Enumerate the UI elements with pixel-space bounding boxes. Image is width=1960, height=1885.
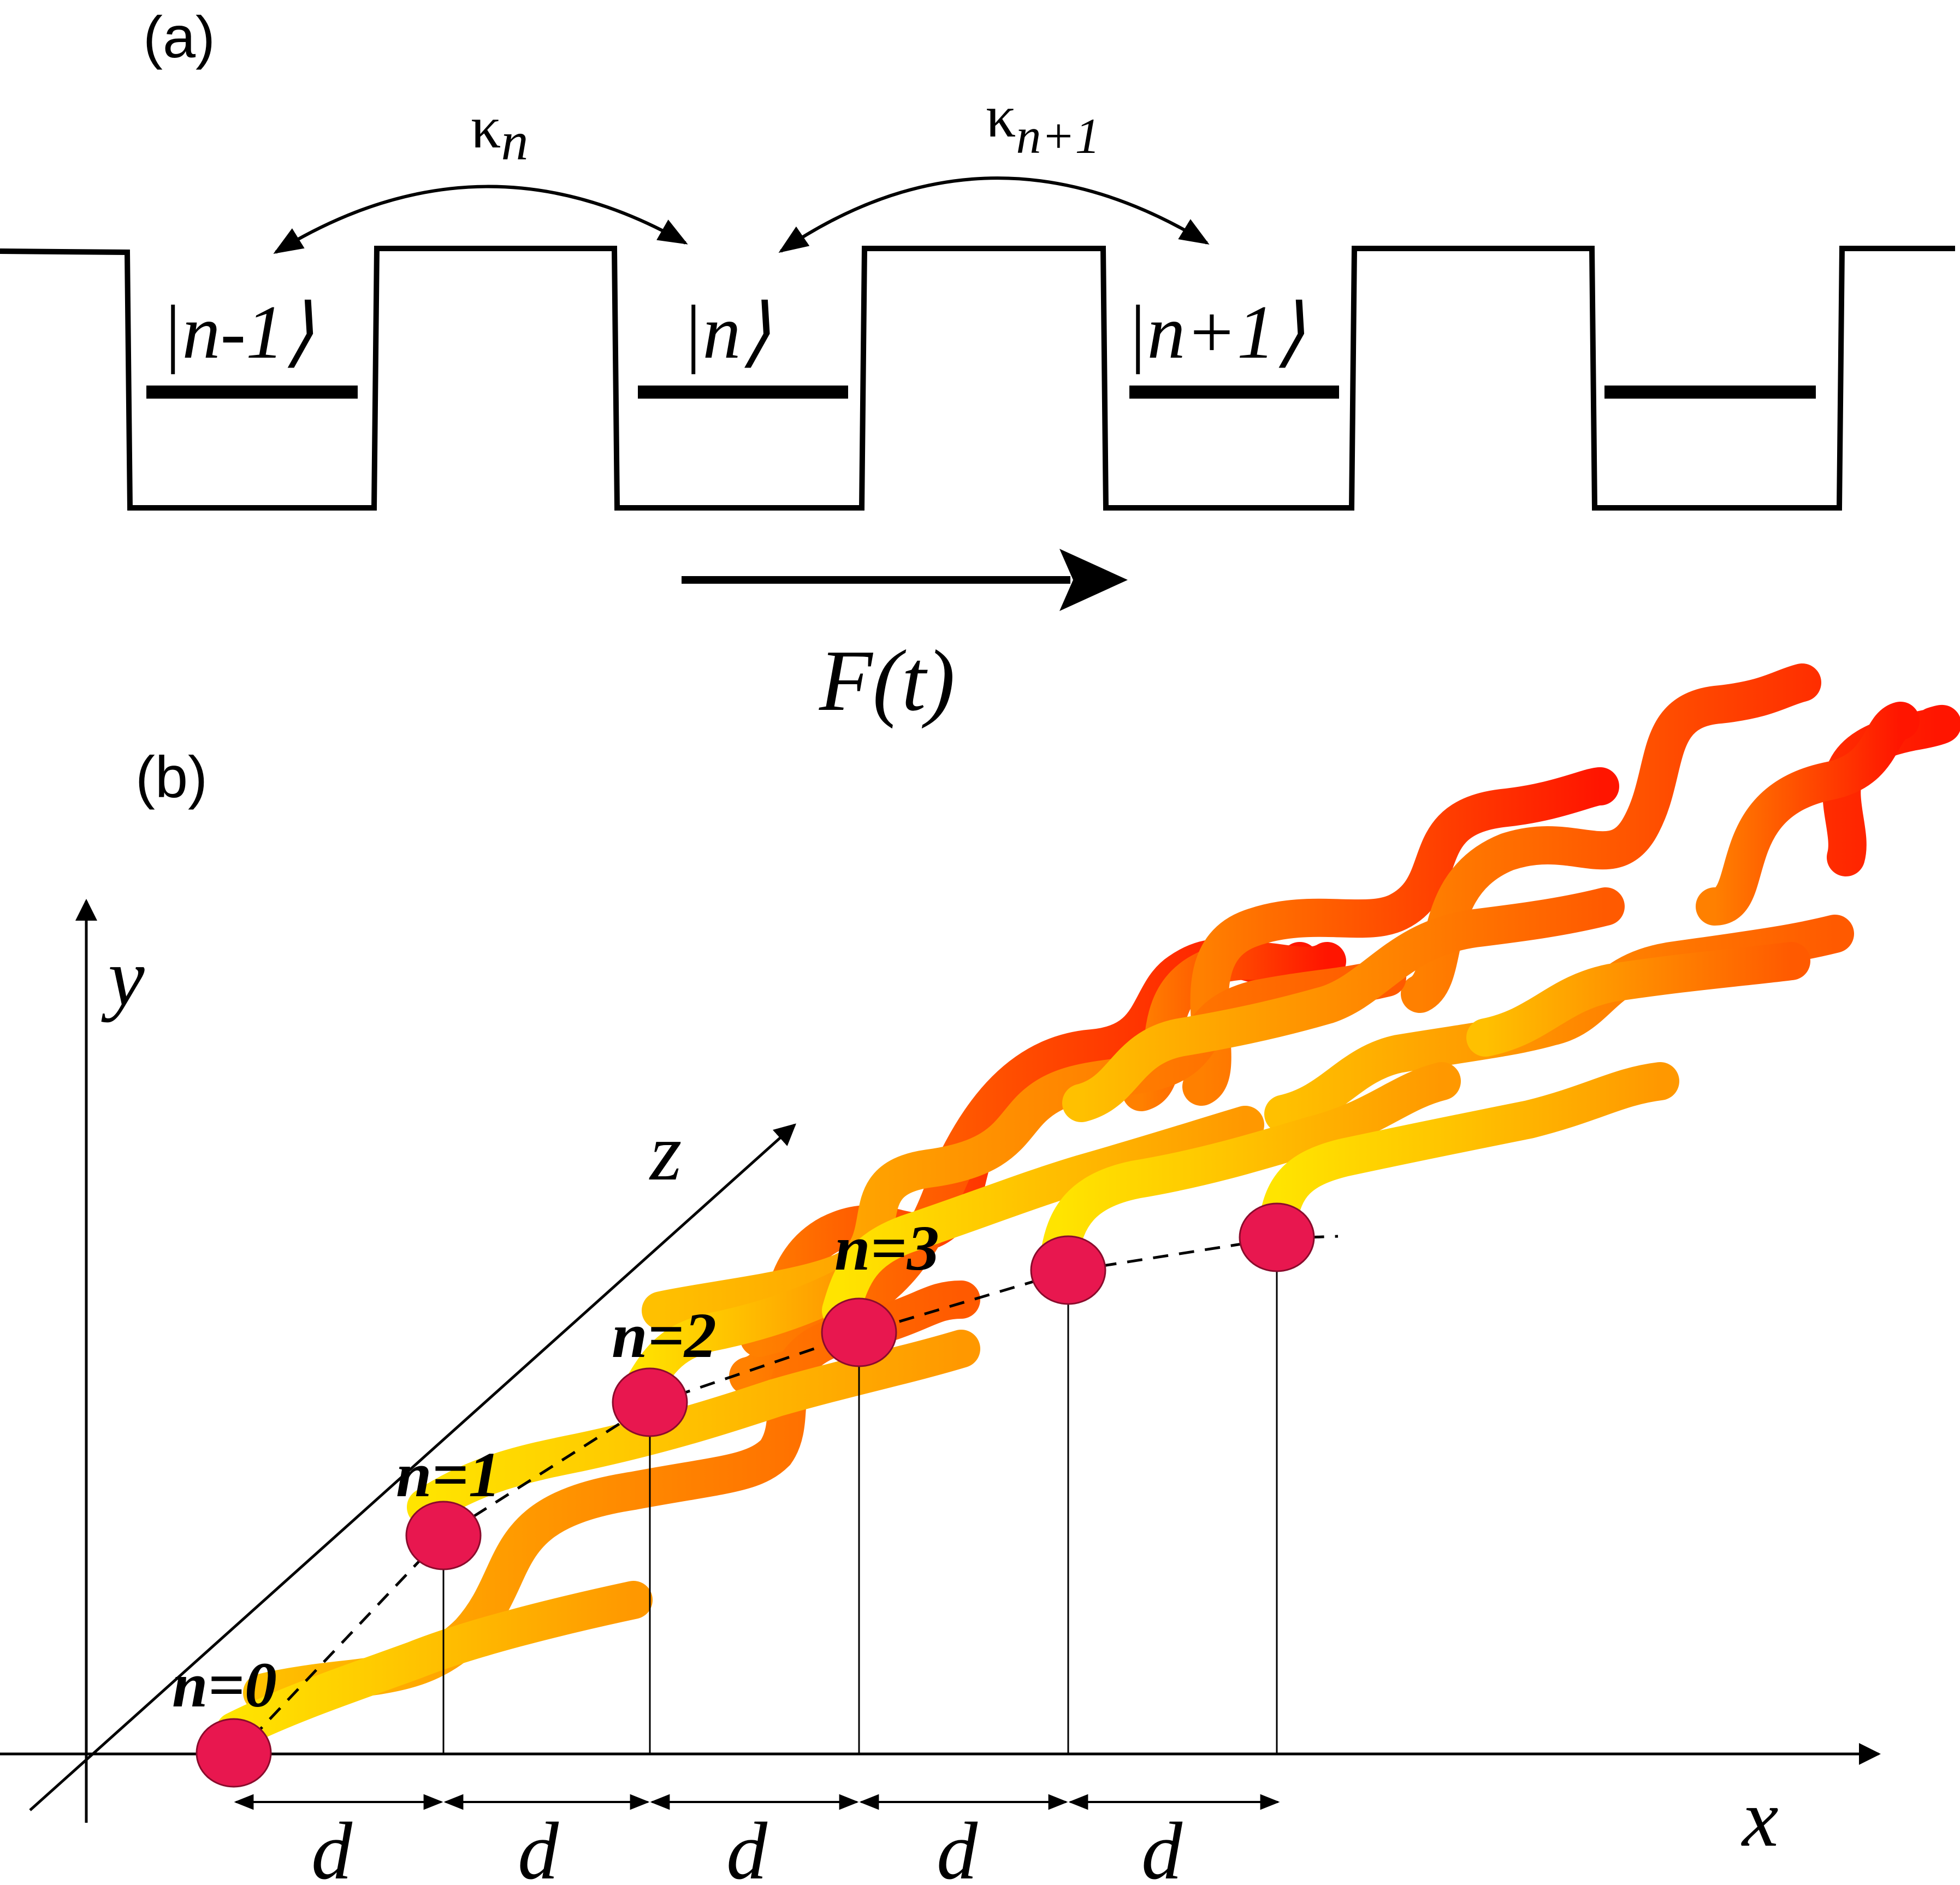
site-label-n3: n=3 bbox=[834, 1212, 939, 1284]
coupling-arrow-right bbox=[778, 176, 1210, 253]
z-axis-label: z bbox=[649, 1107, 682, 1198]
waveguide-back-3 bbox=[1182, 767, 1619, 1106]
waveguide-front-5 bbox=[1259, 1062, 1679, 1242]
site-2 bbox=[612, 1367, 688, 1437]
spacing-label-2: d bbox=[518, 1806, 559, 1885]
state-label-n-plus-1: |n+1⟩ bbox=[1126, 290, 1305, 375]
waveguide-mid-4 bbox=[1466, 942, 1810, 1057]
spacing-label-1: d bbox=[311, 1806, 353, 1885]
waveguide-mid-2 bbox=[1062, 887, 1625, 1122]
y-axis-label: y bbox=[101, 932, 145, 1023]
panel-a: (a) κn κn+1 |n-1⟩ |n⟩ |n+1⟩ F(t) bbox=[0, 4, 1955, 729]
spacing-label-5: d bbox=[1141, 1806, 1183, 1885]
potential-profile bbox=[0, 246, 1955, 511]
coupling-arrow-left bbox=[273, 185, 688, 254]
waveguide-front-1 bbox=[407, 1330, 980, 1526]
spacing-label-3: d bbox=[726, 1806, 768, 1885]
waveguide-back-5 bbox=[1696, 702, 1920, 926]
site-1 bbox=[405, 1501, 482, 1570]
lattice-sites bbox=[196, 1202, 1315, 1788]
state-label-n-minus-1: |n-1⟩ bbox=[161, 290, 314, 375]
site-label-n1: n=1 bbox=[396, 1439, 501, 1510]
site-3 bbox=[821, 1297, 897, 1367]
state-label-n: |n⟩ bbox=[682, 290, 771, 375]
force-arrow-head bbox=[1059, 549, 1128, 611]
panel-b: (b) y bbox=[0, 663, 1960, 1885]
coupling-kappa-n: κn bbox=[471, 94, 528, 171]
site-0 bbox=[196, 1718, 272, 1788]
site-label-n2: n=2 bbox=[612, 1300, 717, 1371]
panel-b-label: (b) bbox=[135, 744, 208, 810]
site-label-n0: n=0 bbox=[172, 1649, 277, 1721]
site-5 bbox=[1239, 1202, 1315, 1272]
coupling-kappa-n-plus-1: κn+1 bbox=[986, 83, 1100, 164]
waveguide-front-4 bbox=[1040, 1062, 1461, 1275]
waveguide-front-0 bbox=[216, 1581, 653, 1750]
force-label: F(t) bbox=[819, 632, 955, 729]
spacing-label-4: d bbox=[937, 1806, 978, 1885]
waveguide-front-3 bbox=[822, 1106, 1264, 1330]
drop-lines bbox=[442, 1238, 1278, 1754]
panel-a-label: (a) bbox=[143, 4, 215, 70]
site-4 bbox=[1030, 1235, 1106, 1305]
x-axis-label: x bbox=[1741, 1773, 1779, 1864]
z-axis bbox=[29, 1123, 796, 1811]
